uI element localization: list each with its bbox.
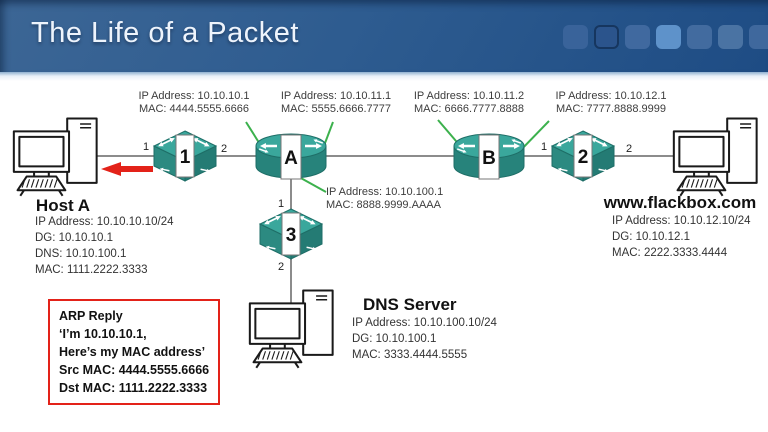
- router-b-label: B: [482, 148, 496, 169]
- switch-1-icon: 1: [152, 129, 218, 190]
- router-a-left-interface-label: IP Address: 10.10.10.1 MAC: 4444.5555.66…: [138, 90, 250, 115]
- slide-header: The Life of a Packet: [0, 0, 768, 72]
- header-divider: [0, 72, 768, 81]
- header-square: [687, 25, 712, 49]
- web-server-title: www.flackbox.com: [603, 193, 757, 212]
- router-b-right-interface-label: IP Address: 10.10.12.1 MAC: 7777.8888.99…: [555, 90, 667, 115]
- header-decoration: [563, 25, 768, 49]
- switch-2-icon: 2: [550, 129, 616, 190]
- dns-server-details: IP Address: 10.10.100.10/24 DG: 10.10.10…: [352, 317, 497, 361]
- header-square: [625, 25, 650, 49]
- switch-2-label: 2: [578, 147, 589, 168]
- switch-1-label: 1: [180, 147, 191, 168]
- switch-2-port-2: 2: [625, 143, 633, 155]
- header-square: [749, 25, 768, 49]
- host-a-title: Host A: [35, 196, 91, 215]
- switch-1-port-2: 2: [220, 143, 228, 155]
- router-a-lan-interface-label: IP Address: 10.10.100.1 MAC: 8888.9999.A…: [326, 186, 444, 211]
- host-a-details: IP Address: 10.10.10.10/24 DG: 10.10.10.…: [35, 216, 174, 276]
- switch-3-icon: 3: [258, 207, 324, 268]
- web-server-computer-icon: [672, 116, 764, 207]
- switch-3-label: 3: [286, 225, 297, 246]
- switch-1-port-1: 1: [142, 141, 150, 153]
- router-a-icon: A: [254, 132, 328, 189]
- switch-2-port-1: 1: [540, 141, 548, 153]
- arp-reply-callout: ARP Reply ‘I’m 10.10.10.1, Here’s my MAC…: [48, 299, 221, 405]
- dns-server-title: DNS Server: [363, 295, 457, 314]
- host-a-computer-icon: [12, 116, 104, 207]
- page-title: The Life of a Packet: [31, 17, 299, 49]
- router-b-icon: B: [452, 132, 526, 189]
- switch-3-port-2: 2: [277, 261, 285, 273]
- router-a-right-interface-label: IP Address: 10.10.11.1 MAC: 5555.6666.77…: [280, 90, 392, 115]
- header-square: [656, 25, 681, 49]
- switch-3-port-1: 1: [277, 198, 285, 210]
- router-a-label: A: [284, 148, 298, 169]
- arp-reply-arrow-icon: [101, 162, 153, 176]
- pointer-line: [298, 176, 327, 193]
- dns-server-computer-icon: [248, 288, 340, 379]
- header-square: [594, 25, 619, 49]
- header-square: [718, 25, 743, 49]
- header-square: [563, 25, 588, 49]
- web-server-details: IP Address: 10.10.12.10/24 DG: 10.10.12.…: [612, 215, 751, 259]
- router-b-left-interface-label: IP Address: 10.10.11.2 MAC: 6666.7777.88…: [413, 90, 525, 115]
